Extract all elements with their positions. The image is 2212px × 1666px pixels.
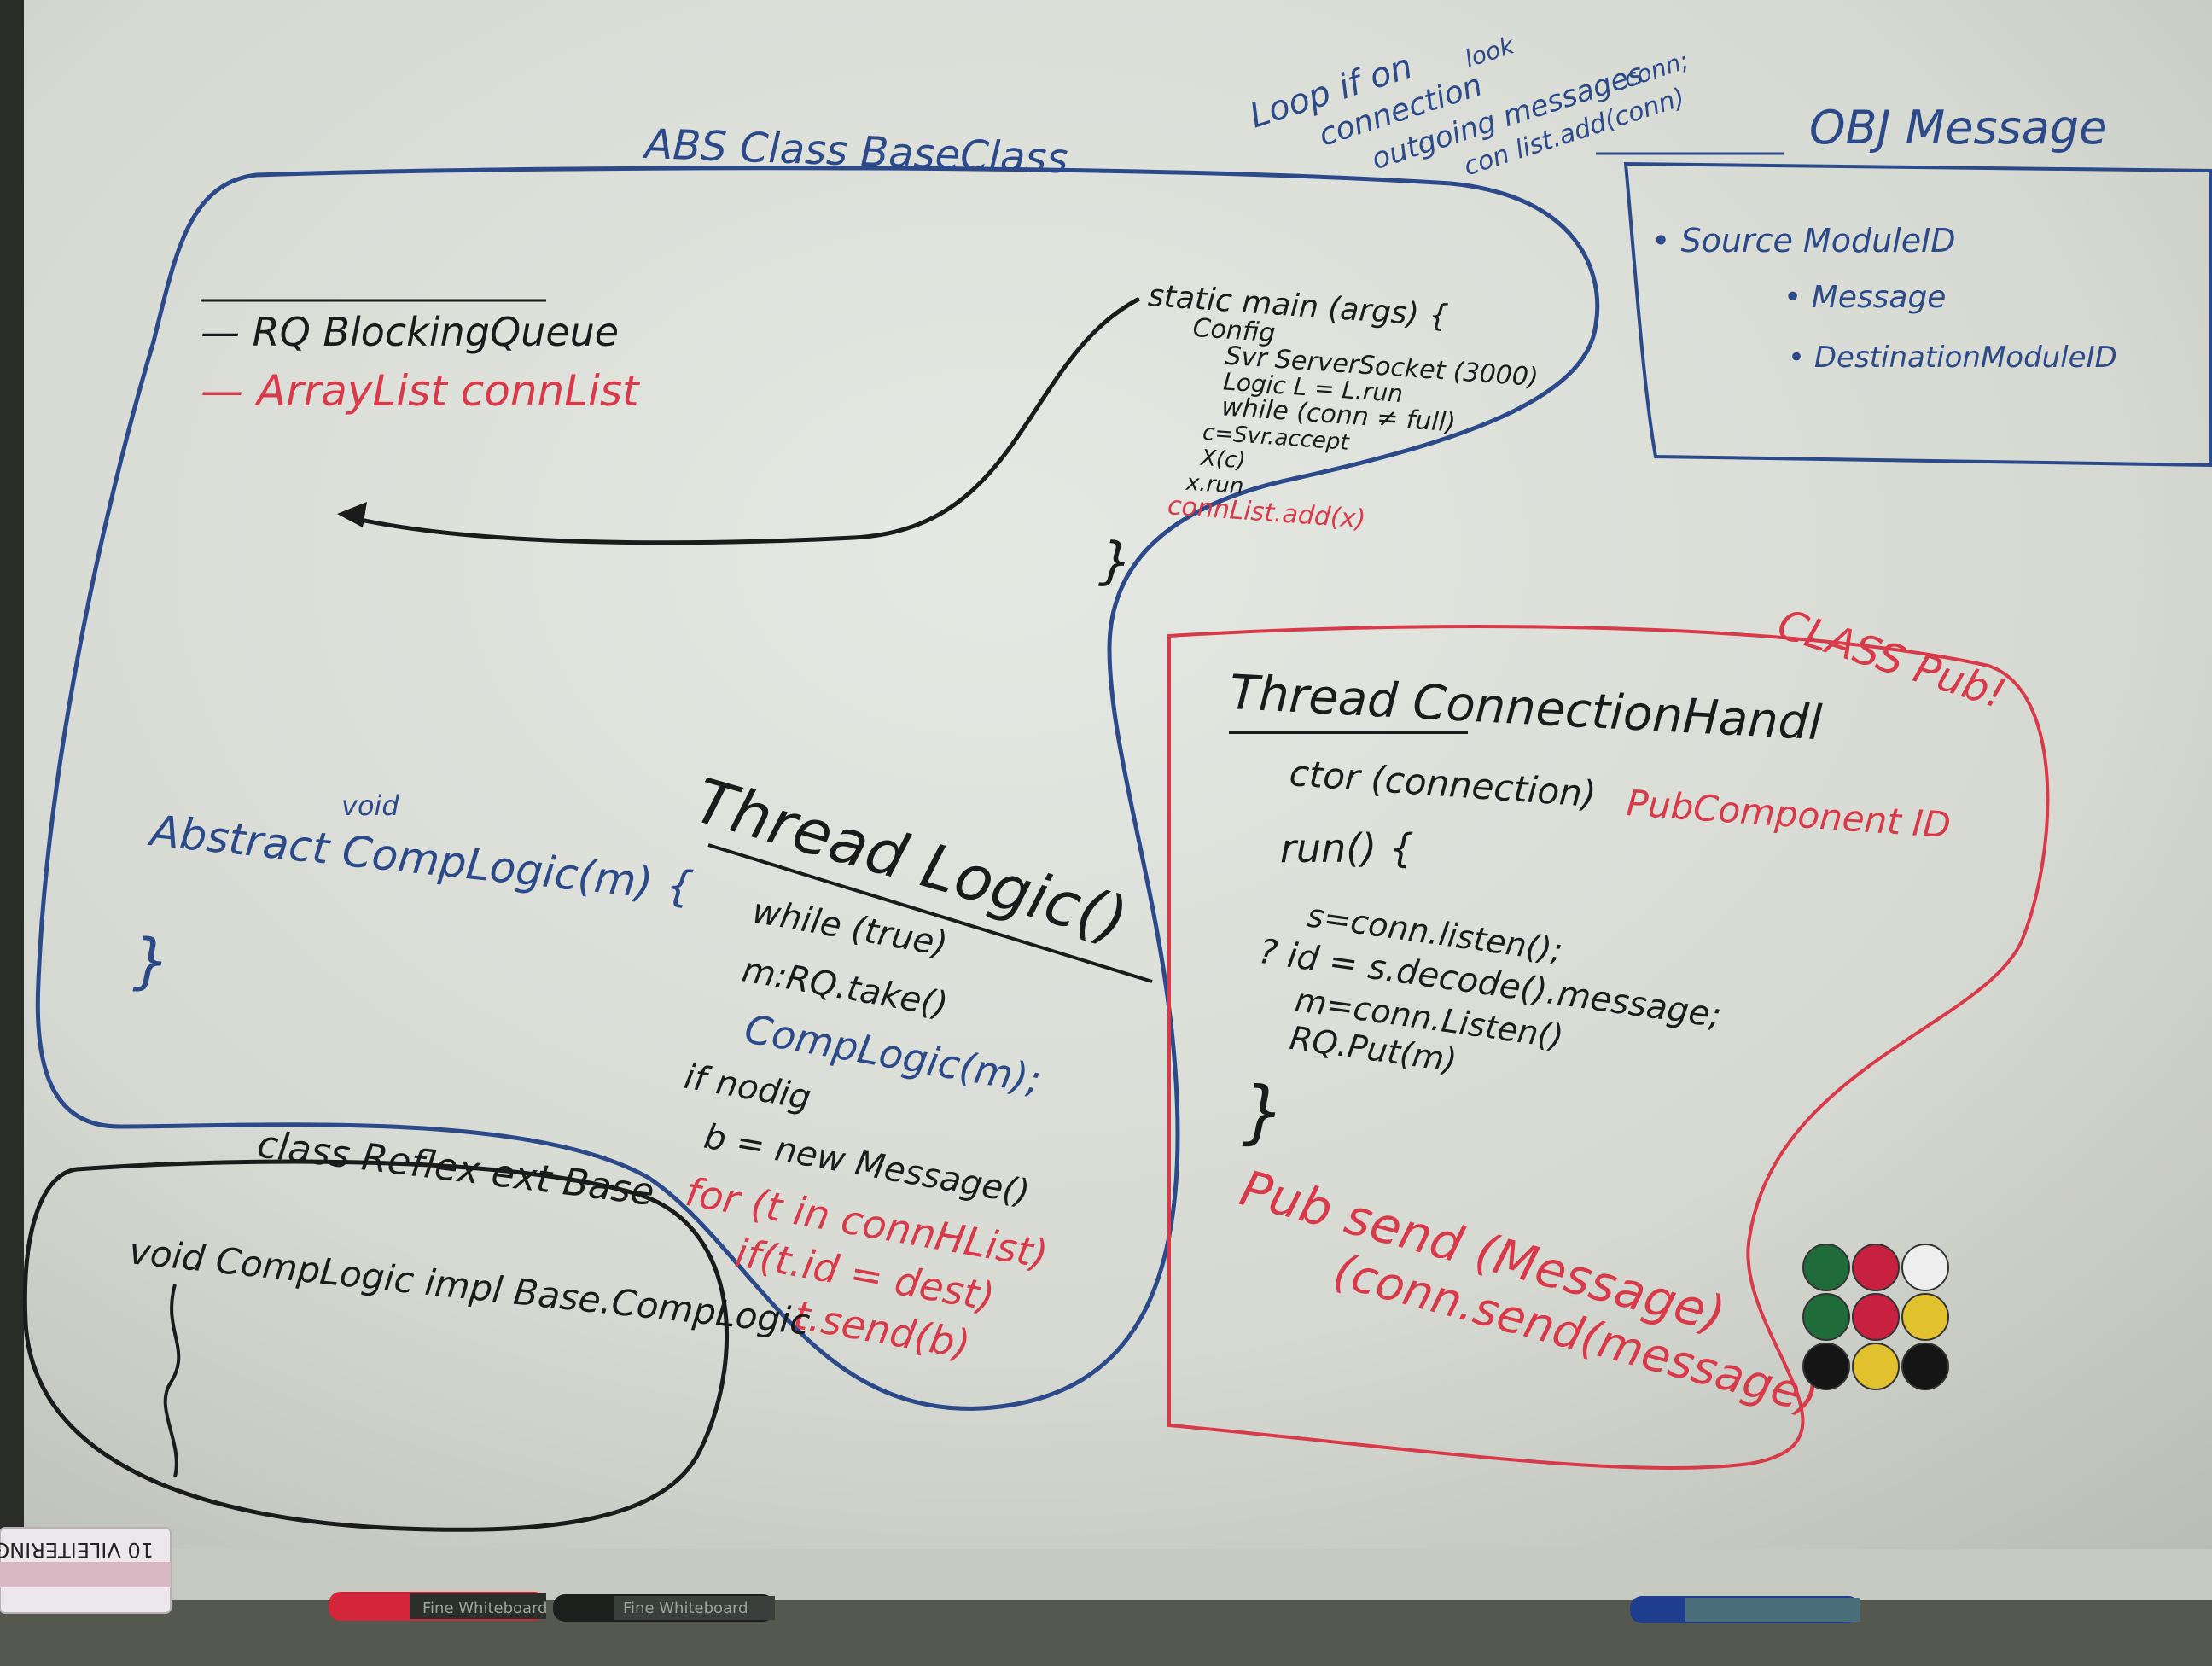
obj-message-item-2: • Message bbox=[1784, 280, 1946, 315]
eraser-label: 10 VILEITERING bbox=[0, 1538, 154, 1562]
magnet[interactable] bbox=[1852, 1244, 1900, 1291]
run-close-brace: } bbox=[1242, 1072, 1285, 1151]
magnet[interactable] bbox=[1901, 1293, 1949, 1341]
black-marker-label: Fine Whiteboard bbox=[623, 1599, 748, 1617]
rule-thread-logic bbox=[707, 843, 1153, 983]
obj-message-title: OBJ Message bbox=[1809, 101, 2107, 154]
obj-message-box bbox=[1623, 161, 2212, 468]
main-line-2: Config bbox=[1192, 313, 1277, 349]
base-class-outline bbox=[35, 166, 1600, 1411]
black-marker[interactable]: Fine Whiteboard bbox=[553, 1594, 775, 1622]
arrowhead bbox=[337, 502, 367, 527]
abstract-void-label: void bbox=[341, 789, 399, 822]
run-line: run() { bbox=[1280, 825, 1414, 871]
field-arraylist: — ArrayList connList bbox=[201, 366, 641, 416]
main-line-7: X(c) bbox=[1198, 446, 1246, 475]
red-marker[interactable]: Fine Whiteboard bbox=[329, 1592, 548, 1621]
magnet[interactable] bbox=[1901, 1244, 1949, 1291]
magnet[interactable] bbox=[1901, 1343, 1949, 1390]
abstract-close-brace: } bbox=[132, 926, 171, 996]
magnet[interactable] bbox=[1802, 1244, 1850, 1291]
eraser[interactable]: 10 VILEITERING bbox=[0, 1527, 172, 1614]
obj-message-item-1: • Source ModuleID bbox=[1651, 222, 1956, 259]
connection-handler-outline bbox=[1167, 625, 2050, 1470]
magnet[interactable] bbox=[1852, 1343, 1900, 1390]
blue-marker[interactable] bbox=[1630, 1596, 1860, 1623]
magnet[interactable] bbox=[1802, 1343, 1850, 1390]
board-left-edge bbox=[0, 0, 24, 1579]
red-marker-label: Fine Whiteboard bbox=[422, 1599, 548, 1617]
main-line-8: x.run bbox=[1185, 470, 1244, 500]
main-close-brace: } bbox=[1097, 531, 1134, 592]
reflex-brace bbox=[163, 1284, 181, 1477]
magnet-grid bbox=[1802, 1244, 1949, 1390]
field-rq: — RQ BlockingQueue bbox=[201, 309, 619, 355]
magnet[interactable] bbox=[1852, 1293, 1900, 1341]
magnet[interactable] bbox=[1802, 1293, 1850, 1341]
obj-message-item-3: • DestinationModuleID bbox=[1788, 341, 2117, 375]
class-reflex-outline bbox=[22, 1159, 730, 1532]
marker-tray bbox=[0, 1549, 2212, 1600]
arrow-main-to-base bbox=[345, 296, 1141, 545]
